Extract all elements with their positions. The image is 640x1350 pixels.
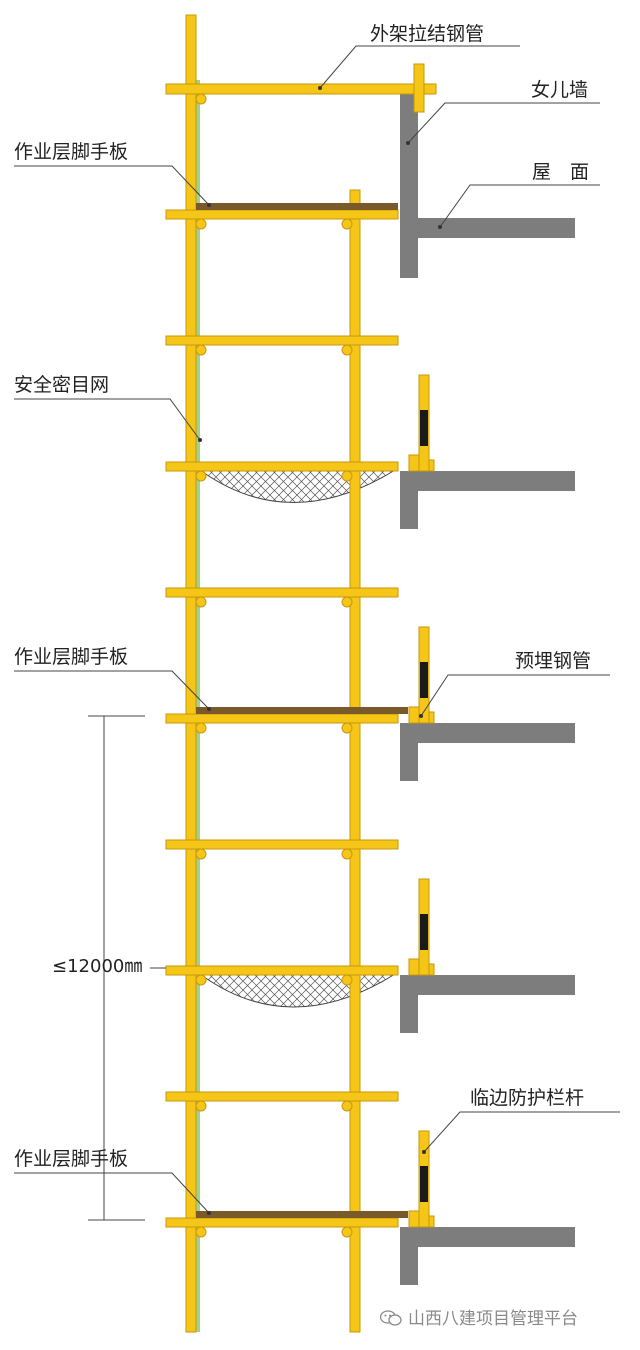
ledger [165, 1091, 399, 1102]
guard-rail-2 [408, 626, 435, 724]
floor-slab-4 [400, 1227, 575, 1285]
label-tie-tube: 外架拉结钢管 [370, 23, 485, 45]
vertical-poles [185, 14, 361, 1333]
label-work-board-mid: 作业层脚手板 [14, 646, 129, 668]
tie-tube [165, 63, 437, 113]
embedded-tube [408, 706, 420, 724]
label-roof: 屋 面 [532, 161, 590, 183]
ledger [165, 461, 399, 472]
safety-net-strip [196, 80, 200, 1332]
floor-slabs [400, 471, 575, 1285]
leader-safety-net [14, 398, 201, 441]
ledger [165, 965, 399, 976]
leader-parapet [407, 102, 600, 144]
label-parapet: 女儿墙 [531, 79, 589, 101]
outer-pole [185, 14, 197, 1333]
work-board-bottom [196, 1211, 408, 1218]
ledgers [165, 209, 399, 1228]
leader-board-3 [14, 1172, 210, 1214]
safety-net-2 [198, 973, 397, 1008]
ledger [165, 839, 399, 850]
work-board-top [196, 203, 398, 210]
floor-slab-1 [400, 471, 575, 529]
watermark: 山西八建项目管理平台 [379, 1309, 578, 1329]
tie-tube-upright [413, 63, 425, 113]
leader-roof [439, 184, 600, 228]
parapet-wall [400, 93, 418, 278]
leader-board-1 [14, 165, 210, 206]
safety-nets [198, 469, 397, 1008]
embedded-tube [408, 958, 420, 976]
ledger [165, 335, 399, 346]
embedded-tube [408, 454, 420, 472]
label-guard-rail: 临边防护栏杆 [470, 1087, 585, 1109]
roof-slab [400, 218, 575, 238]
wechat-icon [379, 1310, 402, 1326]
couplers [195, 218, 353, 1238]
leader-guard-rail [423, 1111, 620, 1153]
leader-board-2 [14, 670, 210, 710]
leader-tie-tube [319, 45, 520, 89]
inner-pole [349, 189, 361, 1333]
height-dimension [88, 715, 166, 1221]
guard-rail-3 [408, 878, 435, 976]
leader-lines [14, 45, 620, 1214]
watermark-text: 山西八建项目管理平台 [408, 1309, 578, 1329]
guard-rail-1 [408, 374, 435, 472]
leader-embedded [420, 674, 610, 717]
label-embedded-tube: 预埋钢管 [515, 650, 592, 672]
work-board-mid [196, 707, 408, 714]
coupler [195, 93, 207, 105]
ledger [165, 209, 399, 220]
ledger [165, 1217, 399, 1228]
label-work-board-top: 作业层脚手板 [14, 141, 129, 163]
leader-dots [198, 86, 442, 1215]
ledger [165, 587, 399, 598]
floor-slab-2 [400, 723, 575, 781]
ledger [165, 713, 399, 724]
label-work-board-bottom: 作业层脚手板 [14, 1148, 129, 1170]
floor-slab-3 [400, 975, 575, 1033]
embedded-tube [408, 1210, 420, 1228]
work-boards [196, 203, 408, 1218]
safety-net-1 [198, 469, 397, 503]
label-max-height: ≤12000㎜ [52, 956, 143, 977]
guard-rail-4 [408, 1130, 435, 1228]
roof-structure [400, 93, 575, 278]
guard-rails [408, 374, 435, 1228]
label-safety-net: 安全密目网 [14, 374, 110, 396]
